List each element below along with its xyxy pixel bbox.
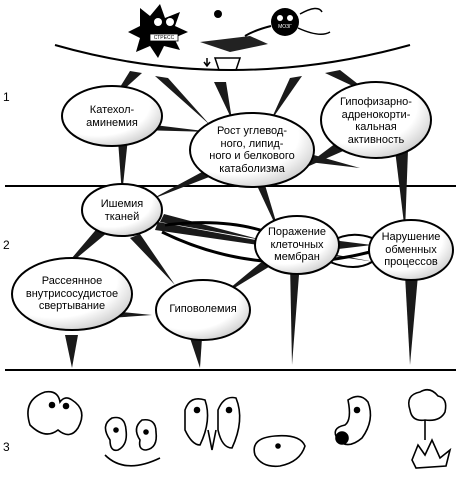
node-shape-hypovolemia <box>155 279 251 341</box>
node-ischemia: Ишемия тканей <box>100 198 144 223</box>
adrenals-icon <box>184 396 241 451</box>
stress-label: СТРЕСС <box>153 35 175 41</box>
level-1-label: 1 <box>3 90 10 104</box>
heart-explosion-icon <box>407 388 452 469</box>
node-shapes <box>11 81 454 341</box>
node-shape-metabolic <box>368 219 454 281</box>
lungs-icon <box>27 390 83 436</box>
node-pituitary: Гипофизарно- адренокорти- кальная активн… <box>340 96 412 146</box>
node-catabolism: Рост углевод- ного, липид- ного и белков… <box>209 125 295 175</box>
node-coagulation: Рассеянное внутрисосудистое свертывание <box>25 275 119 312</box>
level-3-label: 3 <box>3 440 10 454</box>
brain-figure-icon <box>200 7 331 71</box>
node-catecholaminemia: Катехол- аминемия <box>86 104 138 129</box>
stomach-icon <box>334 395 372 446</box>
node-shape-catecholaminemia <box>61 85 163 147</box>
stress-burst-icon <box>128 4 222 58</box>
node-shape-catabolism <box>189 112 315 188</box>
organ-illustrations <box>27 388 452 469</box>
node-shape-membranes <box>254 215 340 275</box>
node-shape-ischemia <box>81 183 163 237</box>
wedges-bottom <box>65 335 202 368</box>
node-shape-coagulation <box>11 257 133 331</box>
wedges-level2 <box>60 214 418 365</box>
node-hypovolemia: Гиповолемия <box>169 303 237 315</box>
brain-figure-label: МОЗГ <box>278 24 292 30</box>
node-metabolic: Нарушение обменных процессов <box>381 231 441 268</box>
node-membranes: Поражение клеточных мембран <box>267 226 327 263</box>
level-2-label: 2 <box>3 238 10 252</box>
node-shape-pituitary <box>320 81 432 159</box>
liver-icon <box>253 434 306 468</box>
kidneys-icon <box>104 416 161 467</box>
